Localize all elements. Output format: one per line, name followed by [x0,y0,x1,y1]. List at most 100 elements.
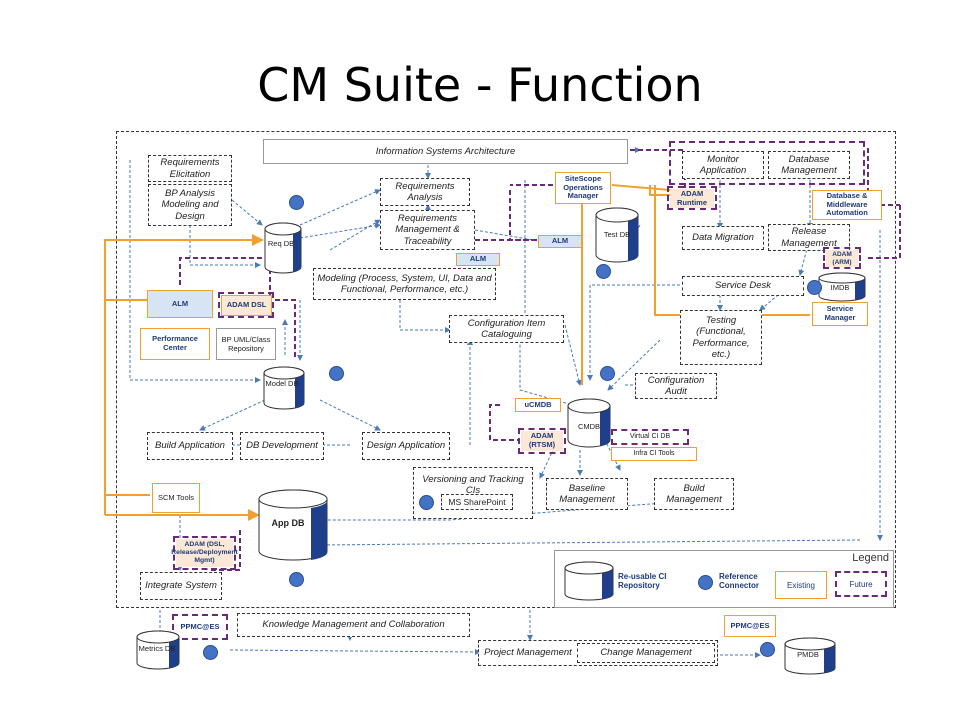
knowledge-management-box: Knowledge Management and Collaboration [237,613,470,637]
scm-tools-box: SCM Tools [152,483,200,513]
cmdb-label: CMDB [577,422,601,431]
service-manager-box: Service Manager [812,302,868,326]
adam-runtime-box: ADAM Runtime [670,189,714,208]
adam-rtsm-box: ADAM (RTSM) [521,431,563,451]
design-application-box: Design Application [362,432,450,460]
virtual-ci-db-box: Virtual CI DB [614,432,686,443]
future-adam-runtime-outline [667,186,717,210]
bp-analysis-box: BP Analysis Modeling and Design [148,184,232,226]
adam-runtime-label: ADAM Runtime [677,188,707,207]
ucmdb-label: uCMDB [524,399,552,409]
reference-connector-dot [329,366,344,381]
service-desk-box: Service Desk [682,276,804,296]
test-db-cylinder [595,207,639,263]
legend-title: Legend [852,552,889,564]
ci-cataloguing-label: Configuration Item Cataloguing [467,317,546,340]
ci-cataloguing-box: Configuration Item Cataloguing [449,315,564,343]
imdb-label: IMDB [830,283,850,292]
bp-analysis-label: BP Analysis Modeling and Design [161,187,219,222]
requirements-management-box: Requirements Management & Traceability [380,210,475,250]
ppmc-left-label: PPMC@ES [180,621,220,631]
bp-uml-repository-label: BP UML/Class Repository [221,335,271,353]
pmdb-cylinder [784,637,836,675]
reference-connector-dot [600,366,615,381]
adam-arm-box: ADAM (ARM) [826,250,858,267]
legend-existing-swatch: Existing [775,571,827,599]
alm-requirements-box: ALM [456,253,500,266]
build-application-label: Build Application [155,440,225,452]
build-management-label: Build Management [666,482,722,505]
requirements-analysis-label: Requirements Analysis [395,180,455,203]
adam-rtsm-label: ADAM (RTSM) [528,431,556,449]
legend-future-swatch: Future [835,571,887,597]
release-management-box: Release Management [768,224,850,251]
alm-middle-box: ALM [538,235,582,248]
virtual-ci-db-label: Virtual CI DB [629,433,671,441]
future-adam-dsl-outline [218,292,274,318]
sitescope-box: SiteScope Operations Manager [555,172,611,204]
change-management-label: Change Management [600,647,692,659]
reference-connector-dot [760,642,775,657]
ucmdb-box: uCMDB [515,398,561,412]
ppmc-right-label: PPMC@ES [730,620,770,630]
page-title: CM Suite - Function [257,58,703,112]
reference-connector-dot [807,280,822,295]
release-management-label: Release Management [781,226,837,249]
adam-dsl-box: ADAM DSL [221,295,272,316]
metrics-db-label: Metrics DB [138,644,176,653]
project-management-label: Project Management [484,647,572,659]
data-migration-box: Data Migration [682,226,764,250]
requirements-analysis-box: Requirements Analysis [380,178,470,206]
modeling-box: Modeling (Process, System, UI, Data and … [313,268,496,300]
requirements-elicitation-label: Requirements Elicitation [160,157,220,180]
req-db-label: Req DB [267,239,295,248]
baseline-management-box: Baseline Management [546,478,628,510]
performance-center-box: Performance Center [140,328,210,360]
db-middleware-automation-box: Database & Middleware Automation [812,190,882,220]
legend-cylinder-icon [564,561,614,601]
future-adam-arm-outline [823,247,861,269]
db-development-label: DB Development [246,440,318,452]
bp-uml-repository-box: BP UML/Class Repository [216,328,276,360]
monitor-application-label: Monitor Application [699,153,747,176]
infra-ci-tools-box: Infra CI Tools [611,447,697,461]
future-virtual-ci-outline [611,429,689,445]
testing-box: Testing (Functional, Performance, etc.) [680,310,762,365]
reference-connector-dot [596,264,611,279]
future-adam-rtsm-outline [518,428,566,454]
alm-middle-label: ALM [551,236,569,246]
alm-requirements-label: ALM [469,254,487,264]
sitescope-label: SiteScope Operations Manager [563,174,603,201]
legend-reusable-label: Re-usable CI Repository [618,572,667,591]
requirements-elicitation-box: Requirements Elicitation [148,155,232,182]
integrate-system-box: Integrate System [140,572,222,600]
database-management-box: Database Management [768,151,850,179]
metrics-db-cylinder [136,630,180,670]
configuration-audit-label: Configuration Audit [647,374,705,397]
versioning-box: Versioning and Tracking CIs [413,467,533,519]
legend: Legend Re-usable CI Repository Reference… [554,550,894,608]
change-management-box: Change Management [577,643,715,663]
model-db-cylinder [263,366,305,410]
ms-sharepoint-box: MS SharePoint [441,494,513,510]
future-monitor-group [669,141,865,185]
build-management-box: Build Management [654,478,734,510]
modeling-label: Modeling (Process, System, UI, Data and … [317,272,492,295]
diagram-frame [116,131,896,608]
ppmc-right-box: PPMC@ES [724,615,776,637]
configuration-audit-box: Configuration Audit [635,373,717,399]
ms-sharepoint-label: MS SharePoint [448,496,506,507]
adam-deploy-box: ADAM (DSL, Release/Deployment Mgmt) [171,539,238,567]
data-migration-label: Data Migration [692,232,754,244]
versioning-label: Versioning and Tracking CIs [422,474,524,497]
infra-ci-tools-label: Infra CI Tools [633,449,675,457]
future-adam-deploy-outline [173,536,236,570]
reference-connector-dot [203,645,218,660]
build-application-box: Build Application [147,432,233,460]
reference-connector-dot [289,572,304,587]
performance-center-label: Performance Center [152,334,198,352]
cmdb-cylinder [567,398,611,448]
integrate-system-label: Integrate System [145,580,217,592]
model-db-label: Model DB [265,379,299,388]
